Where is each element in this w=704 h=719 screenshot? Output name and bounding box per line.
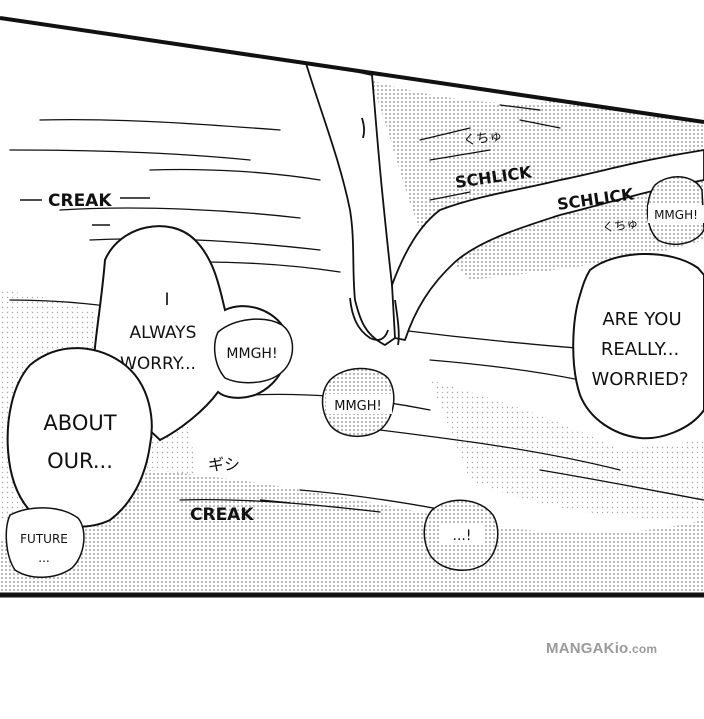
text-future-dots: ... (38, 551, 49, 565)
mmgh-center-bg (326, 394, 392, 414)
bubble-are-you-really (572, 253, 704, 440)
text-really: REALLY... (601, 339, 679, 360)
legs (304, 59, 704, 346)
watermark-suffix: .com (628, 642, 658, 656)
left-leg (304, 59, 398, 346)
right-leg (391, 149, 704, 341)
sheet-shadow-right (430, 380, 704, 520)
text-mmgh-left: MMGH! (226, 346, 277, 362)
text-future: FUTURE (20, 532, 68, 546)
text-mmgh-center: MMGH! (334, 399, 382, 414)
mmgh-right-bg (648, 205, 704, 223)
ellipsis-bg (440, 524, 484, 544)
text-i: I (164, 290, 169, 310)
site-watermark: MANGAKio.com (546, 640, 696, 662)
text-about: ABOUT (43, 411, 116, 435)
text-our: OUR... (47, 449, 113, 473)
bubble-future (5, 507, 85, 578)
text-ellipsis: ...! (453, 528, 472, 544)
creak-bottom-dash (259, 499, 291, 504)
text-worried: WORRIED? (591, 369, 688, 390)
panel-border-top (0, 16, 704, 124)
sfx-kana-3: ギシ (208, 455, 240, 474)
text-worry: WORRY... (120, 354, 196, 374)
sheet-shadow-bottom (0, 470, 704, 595)
text-mmgh-right: MMGH! (654, 208, 698, 222)
text-always: ALWAYS (130, 323, 197, 343)
sfx-kana-1: くちゅ (462, 129, 503, 149)
bubble-about-our (6, 347, 153, 528)
text-are-you: ARE YOU (602, 309, 681, 330)
bubble-mmgh-left (213, 318, 294, 384)
sfx-creak-top: CREAK (48, 191, 112, 211)
watermark-main: MANGAKio (546, 640, 629, 657)
sfx-kana-2: くちゅ (601, 216, 639, 235)
sfx-creak-bottom: CREAK (190, 505, 254, 525)
